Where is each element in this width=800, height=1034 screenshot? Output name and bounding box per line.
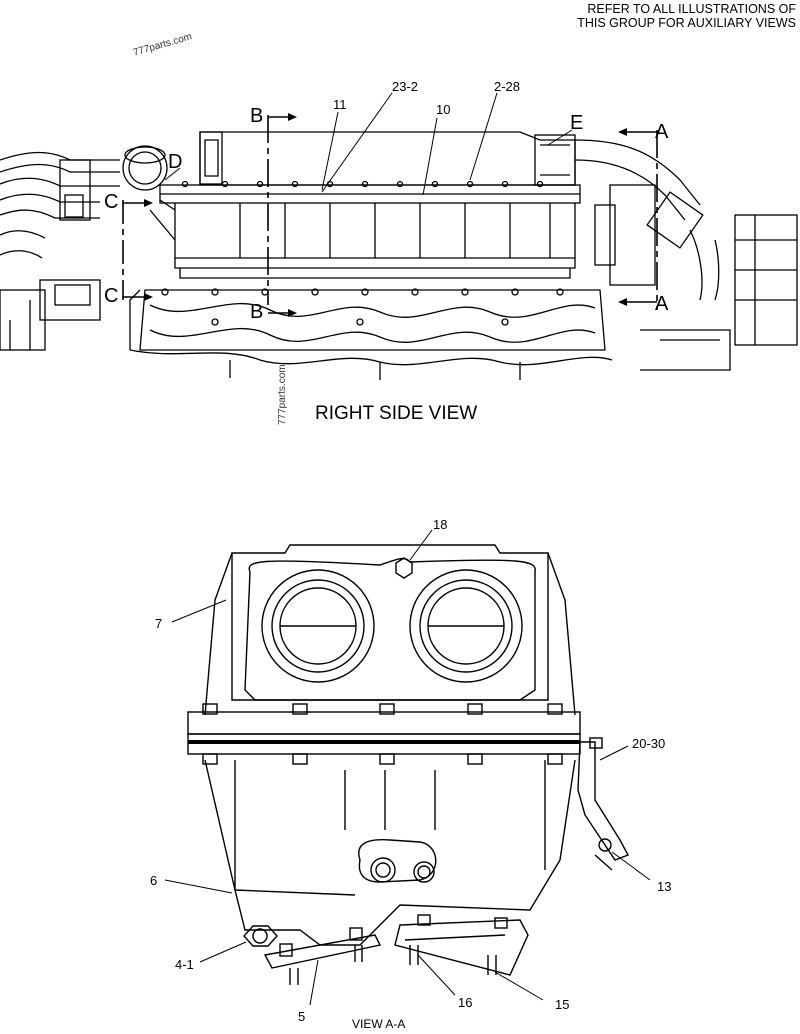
callout-label: 2-28	[494, 79, 521, 94]
callout-label: 15	[555, 997, 570, 1012]
section-marker: C	[104, 191, 119, 213]
callout-label: 10	[436, 102, 451, 117]
section-marker: B	[250, 105, 264, 127]
callout-label: 11	[333, 97, 347, 112]
note-line-1: REFER TO ALL ILLUSTRATIONS OF	[587, 2, 796, 16]
section-marker: C	[104, 285, 119, 307]
callout-label: 6	[150, 873, 158, 888]
callout-label: 16	[458, 995, 473, 1010]
note-line-2: THIS GROUP FOR AUXILIARY VIEWS	[577, 16, 796, 30]
callout-label: 20-30	[632, 736, 666, 751]
callout-label: 4-1	[175, 957, 194, 972]
callout-label: 5	[298, 1009, 306, 1024]
section-marker: D	[168, 151, 183, 173]
section-marker: E	[570, 112, 584, 134]
auxiliary-views-note: REFER TO ALL ILLUSTRATIONS OF THIS GROUP…	[577, 2, 796, 30]
section-marker: A	[655, 121, 669, 143]
callout-label: 23-2	[392, 79, 419, 94]
callout-label: 7	[155, 616, 163, 631]
view-a-a-title: VIEW A-A	[352, 1017, 406, 1031]
callout-label: 18	[433, 517, 448, 532]
section-marker: A	[655, 293, 669, 315]
right-side-view-title: RIGHT SIDE VIEW	[315, 403, 478, 424]
section-marker: B	[250, 301, 264, 323]
watermark: 777parts.com	[277, 364, 288, 425]
callout-label: 13	[657, 879, 672, 894]
